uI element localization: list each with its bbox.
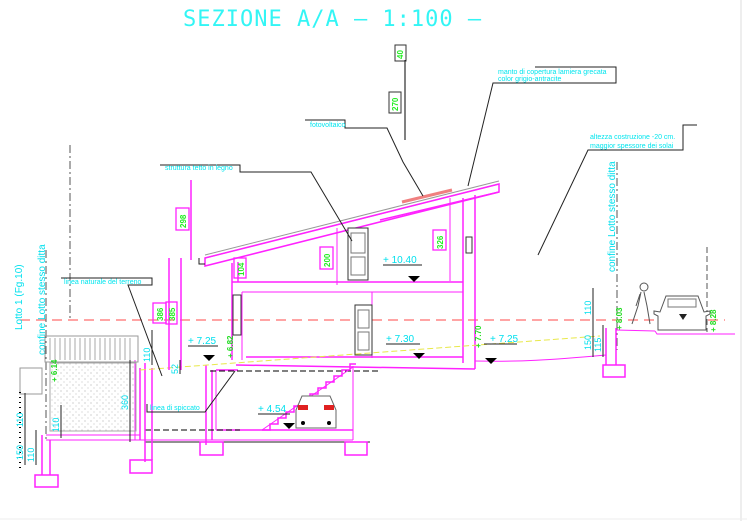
- height-note-1: altezza costruzione -20 cm.: [590, 134, 675, 141]
- dim-110-right: 110: [583, 301, 593, 315]
- footing: [199, 441, 224, 456]
- roof-cover-note-2: color grigio-antracite: [498, 76, 562, 83]
- elev-8-28: + 8.28: [709, 309, 718, 332]
- car-icon-basement: [295, 395, 337, 429]
- dim-385: 385: [168, 307, 177, 321]
- door-upper: [347, 227, 369, 281]
- dim-298: 298: [179, 214, 188, 228]
- window-right: [465, 236, 473, 254]
- window: [232, 294, 242, 336]
- footing: [344, 441, 368, 456]
- elev-6-14: + 6.14: [50, 359, 59, 382]
- footing: [602, 364, 626, 378]
- dim-386: 386: [156, 307, 165, 321]
- dim-360: 360: [120, 395, 130, 410]
- door-middle: [354, 304, 373, 356]
- dim-115-right: 115: [593, 338, 603, 352]
- roof: [198, 180, 500, 267]
- dim-110-a: 110: [142, 348, 152, 362]
- elev-7-70: + 7.70: [474, 325, 483, 348]
- dim-150-right: 150: [583, 335, 593, 350]
- roof-cover-note-1: manto di copertura lamiera grecata: [498, 69, 607, 76]
- cyan-dimensions: 110 52 360 110 110 150 110 110 150 115: [15, 288, 604, 465]
- dim-104: 104: [237, 262, 246, 276]
- right-boundary-label: confine Lotto stesso ditta: [607, 161, 618, 272]
- dim-40: 40: [396, 50, 405, 59]
- elev-8-03: + 8.03: [615, 307, 624, 330]
- fence: [19, 335, 139, 395]
- dim-200: 200: [323, 253, 332, 267]
- person-icon: [631, 282, 651, 325]
- gravel-fill: [49, 362, 137, 432]
- dim-150-left: 150: [15, 445, 25, 460]
- drawing-title: SEZIONE A/A – 1:100 –: [183, 7, 482, 32]
- natural-ground-note: linea naturale del terreno: [64, 279, 142, 286]
- elev-7-25-right: + 7.25: [490, 334, 519, 345]
- dim-110-b: 110: [51, 418, 61, 432]
- building-structure: [34, 195, 735, 488]
- dim-52: 52: [170, 364, 180, 374]
- dim-270: 270: [391, 97, 400, 111]
- photovoltaic-panel: [401, 188, 453, 204]
- footing: [34, 474, 59, 488]
- dim-110-c: 110: [15, 413, 25, 427]
- left-lot-label: Lotto 1 (Fg.10): [14, 264, 25, 330]
- ground-line-note: linea di spiccato: [150, 405, 200, 412]
- dim-326: 326: [436, 235, 445, 249]
- leader-lines: [61, 65, 697, 413]
- elevation-markers: + 10.40 + 7.25 + 7.30 + 7.25 + 4.54 + 7.…: [50, 255, 718, 429]
- dimension-labels: 40 270 298 200 104 326 386 385: [152, 44, 451, 370]
- elev-7-25-left: + 7.25: [188, 336, 217, 347]
- elev-7-30: + 7.30: [386, 334, 415, 345]
- elev-4-54: + 4.54: [258, 404, 287, 415]
- car-icon-street: [653, 295, 711, 331]
- height-note-2: maggior spessore dei solai: [590, 143, 674, 150]
- photovoltaic-note: fotovoltaico: [310, 122, 346, 129]
- footing: [129, 459, 153, 474]
- roof-structure-note: struttura tetto in legno: [165, 165, 233, 172]
- elev-10-40: + 10.40: [383, 255, 417, 266]
- left-boundary-label: confine Lotto stesso ditta: [37, 244, 48, 355]
- elev-6-82: + 6.82: [226, 335, 235, 358]
- natural-terrain-line: [139, 335, 601, 371]
- dim-110-d: 110: [26, 448, 36, 462]
